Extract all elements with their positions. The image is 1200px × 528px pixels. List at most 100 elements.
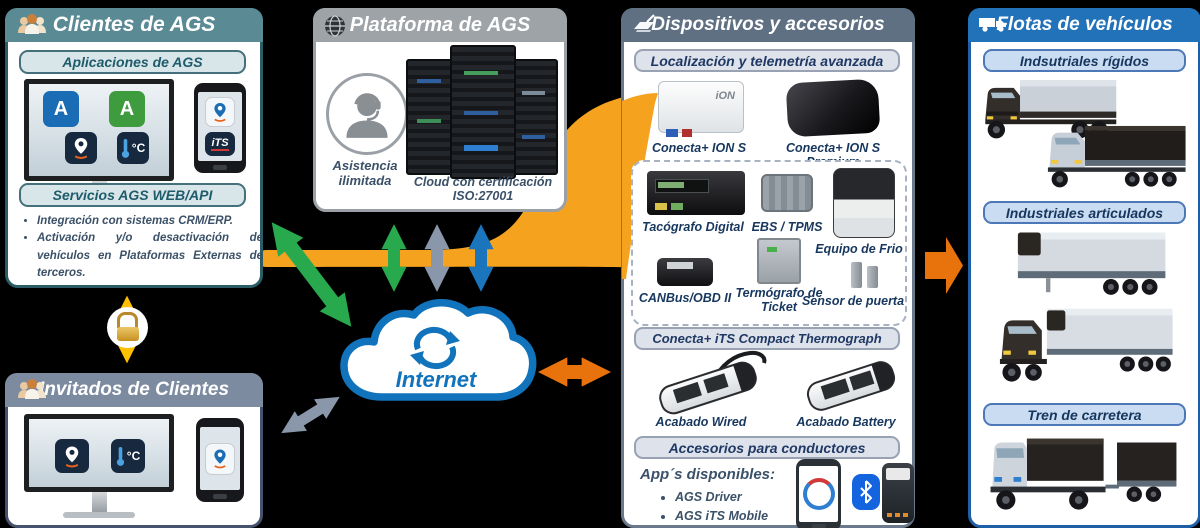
panel-flotas-title: Flotas de vehículos: [996, 14, 1173, 35]
app-item-1: AGS Driver: [675, 488, 805, 507]
phone-location-app-icon: [205, 442, 235, 475]
panel-flotas-header: Flotas de vehículos: [968, 8, 1200, 42]
thermograph-subheader-label: Conecta+ iTS Compact Thermograph: [652, 331, 882, 346]
ion-s-premium-device: [785, 78, 881, 138]
people-icon: [18, 14, 46, 34]
internet-cloud: Internet: [340, 299, 537, 401]
acabado-battery-device: [803, 357, 899, 415]
services-subheader-label: Servicios AGS WEB/API: [52, 187, 213, 203]
canbus-device: [657, 258, 713, 286]
thermo-app-icon: °C: [111, 439, 145, 473]
clientes-phone-screen: iTS: [198, 92, 242, 161]
services-bullet-1: Integración con sistemas CRM/ERP.: [37, 213, 263, 230]
headset-person-icon: [346, 93, 388, 138]
tren-subheader-label: Tren de carretera: [1027, 406, 1142, 423]
devices-dashed-box: Tacógrafo Digital EBS / TPMS Equipo de F…: [631, 160, 907, 326]
location-app-icon: [65, 132, 97, 164]
apps-subheader: Aplicaciones de AGS: [19, 50, 246, 74]
driver-app-phone-screen: [799, 466, 838, 522]
canbus-label: CANBus/OBD II: [638, 291, 732, 305]
rigid-truck-dark: [985, 80, 1117, 139]
acabado-battery-label: Acabado Battery: [796, 415, 896, 429]
equipo-frio-device: [833, 168, 895, 238]
globe-icon: [325, 15, 345, 37]
telemetry-subheader-label: Localización y telemetría avanzada: [650, 52, 884, 69]
tacografo-label: Tacógrafo Digital: [642, 220, 744, 234]
invitados-monitor-screen: °C: [24, 414, 174, 492]
thermometer-icon: [116, 447, 124, 466]
invitados-phone-screen: [200, 427, 240, 490]
its-label: iTS: [211, 137, 229, 151]
phone-location-app-icon: [205, 97, 235, 127]
services-bullets: Integración con sistemas CRM/ERP. Activa…: [20, 213, 263, 282]
clientes-monitor: A A °C: [24, 79, 174, 207]
articulados-subheader-label: Industriales articulados: [1005, 204, 1164, 221]
phone-home-button: [811, 524, 826, 528]
ion-s-device: iON: [658, 81, 744, 137]
road-train-truck: [990, 438, 1177, 510]
door-sensor-device-b: [867, 266, 878, 288]
termografo-label: Termógrafo de Ticket: [735, 286, 823, 315]
bluetooth-icon: [852, 474, 880, 510]
sync-icon: [410, 326, 460, 370]
panel-clientes-title: Clientes de AGS: [52, 13, 216, 36]
panel-flotas: Flotas de vehículos Indsutriales rígidos: [968, 8, 1200, 528]
thermograph-subheader: Conecta+ iTS Compact Thermograph: [634, 327, 900, 350]
panel-dispositivos-title: Dispositivos y accesorios: [651, 14, 885, 35]
panel-invitados-header: Invitados de Clientes: [5, 373, 263, 407]
invitados-monitor: °C: [24, 414, 174, 518]
monitor-base: [63, 512, 135, 518]
cloud-cert-label: Cloud con certificación ISO:27001: [413, 175, 553, 204]
location-pin-icon: [74, 138, 88, 159]
ion-marking: iON: [715, 90, 735, 102]
truck-icon: [979, 18, 1006, 32]
thermo-app-icon: °C: [117, 132, 149, 164]
panel-dispositivos: Dispositivos y accesorios Localización y…: [621, 8, 915, 528]
server-rack-center: [450, 45, 516, 179]
support-agent-icon: [326, 73, 408, 155]
bluetooth-glyph: [860, 480, 872, 504]
app-item-2: AGS iTS Mobile: [675, 507, 805, 526]
services-subheader: Servicios AGS WEB/API: [19, 183, 246, 207]
lock-shackle: [117, 312, 138, 328]
panel-plataforma-header: Plataforma de AGS: [313, 8, 567, 42]
apps-subheader-label: Aplicaciones de AGS: [62, 54, 203, 70]
equipo-frio-label: Equipo de Frio: [815, 242, 903, 256]
ags-letter: A: [119, 98, 135, 120]
assistance-label: Asistencia ilimitada: [332, 158, 398, 188]
accessories-subheader-label: Accesorios para conductores: [668, 439, 866, 456]
tren-subheader: Tren de carretera: [983, 403, 1186, 426]
panel-invitados: Invitados de Clientes °C: [5, 373, 263, 528]
driver-app-phone: [796, 459, 841, 528]
ebs-tpms-label: EBS / TPMS: [751, 220, 823, 234]
monitor-stand: [91, 492, 107, 512]
degrees-label: °C: [126, 449, 141, 463]
accessories-subheader: Accesorios para conductores: [634, 436, 900, 459]
telemetry-subheader: Localización y telemetría avanzada: [634, 49, 900, 72]
panel-plataforma-title: Plataforma de AGS: [349, 13, 531, 36]
rigid-truck-light: [1047, 125, 1186, 188]
degrees-label: °C: [131, 141, 146, 155]
panel-clientes-header: Clientes de AGS: [5, 8, 263, 42]
phone-home-button: [213, 165, 227, 170]
door-sensor-label: Sensor de puerta: [801, 294, 905, 308]
its-app-icon: iTS: [205, 132, 235, 156]
server-rack-left: [406, 59, 454, 175]
articulados-subheader: Industriales articulados: [983, 201, 1186, 224]
panel-plataforma: Plataforma de AGS Asistencia ilimitada C…: [313, 8, 567, 212]
acabado-wired-label: Acabado Wired: [655, 415, 747, 429]
clientes-phone: iTS: [194, 83, 246, 173]
phone-home-button: [213, 494, 227, 499]
people-icon: [18, 379, 46, 399]
location-app-icon: [55, 439, 89, 473]
panel-clientes: Clientes de AGS Aplicaciones de AGS A A: [5, 8, 263, 288]
ags-app-icon-blue: A: [43, 91, 79, 127]
articulated-truck: [999, 308, 1173, 382]
tacografo-device: [647, 171, 745, 215]
secure-lock-icon: [107, 307, 148, 348]
location-pin-icon: [65, 446, 79, 467]
panel-dispositivos-header: Dispositivos y accesorios: [621, 8, 915, 42]
location-pin-icon: [214, 449, 226, 469]
apps-available-list: AGS Driver AGS iTS Mobile: [658, 488, 805, 526]
